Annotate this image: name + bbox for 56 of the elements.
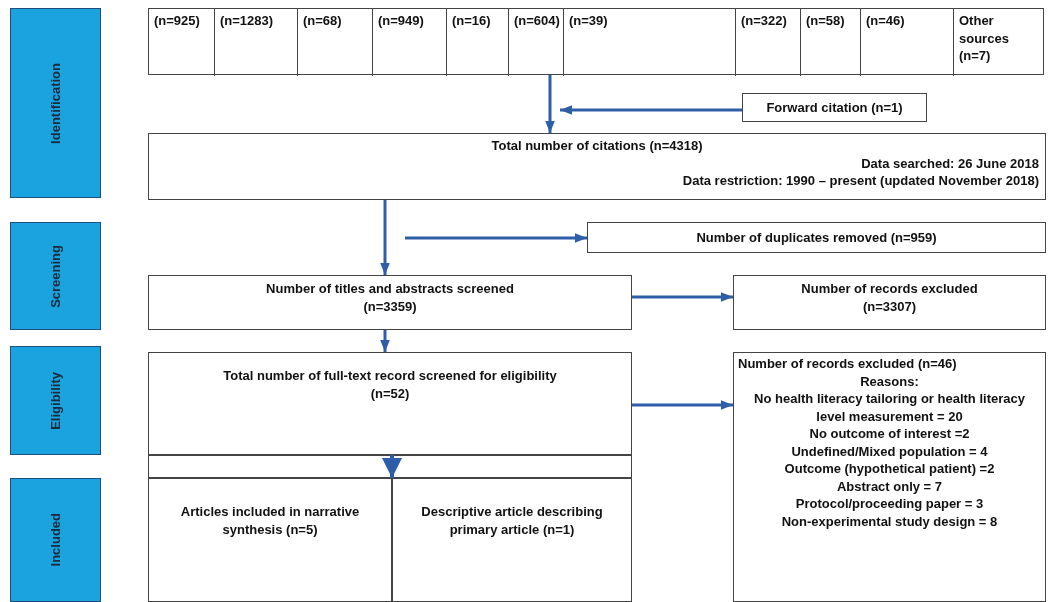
box-text: Protocol/proceeding paper = 3 xyxy=(794,495,985,513)
arrow xyxy=(382,455,402,478)
arrow xyxy=(405,233,587,243)
arrow xyxy=(545,75,555,133)
count-text: (n=68) xyxy=(303,12,343,30)
count-text: (n=1283) xyxy=(220,12,275,30)
count-text: Other sources (n=7) xyxy=(959,12,1010,65)
box-text: Total number of full-text record screened for eligibility (n=52) xyxy=(222,367,558,403)
box-text: No health literacy tailoring or health literacy level measurement = 20 xyxy=(753,390,1026,426)
process-box xyxy=(148,275,632,330)
stage-band xyxy=(10,478,101,602)
box-text: Undefined/Mixed population = 4 xyxy=(790,442,989,461)
stage-label: Screening xyxy=(48,244,63,308)
box-text: Number of duplicates removed (n=959) xyxy=(695,228,938,247)
count-text: (n=604) xyxy=(514,12,558,30)
arrow xyxy=(380,330,390,352)
stage-band xyxy=(10,8,101,198)
count-text: (n=46) xyxy=(866,12,906,30)
arrow xyxy=(632,400,733,410)
box-text: Data searched: 26 June 2018 xyxy=(860,154,1039,173)
box-text: Forward citation (n=1) xyxy=(765,98,904,117)
count-text: (n=322) xyxy=(741,12,788,30)
box-text: Articles included in narrative synthesis (n=5) xyxy=(179,503,361,539)
stage-label: Eligibility xyxy=(48,371,63,430)
process-box xyxy=(587,222,1046,253)
box-text: Descriptive article describing primary article (n=1) xyxy=(420,503,604,539)
box-text: Non-experimental study design = 8 xyxy=(780,512,999,531)
process-box xyxy=(148,478,392,602)
process-box xyxy=(733,275,1046,330)
box-text: Reasons: xyxy=(859,372,920,391)
count-text: (n=58) xyxy=(806,12,846,30)
box-text: Data restriction: 1990 – present (updated November 2018) xyxy=(681,172,1039,190)
stage-label: Included xyxy=(48,513,63,567)
box-text: Outcome (hypothetical patient) =2 xyxy=(783,460,996,478)
box-text: No outcome of interest =2 xyxy=(808,425,971,443)
stage-band xyxy=(10,346,101,455)
box-text: Total number of citations (n=4318) xyxy=(490,137,704,155)
arrow xyxy=(560,105,742,115)
arrow xyxy=(380,200,390,275)
count-text: (n=925) xyxy=(154,12,201,30)
box-text: Number of records excluded (n=3307) xyxy=(800,280,979,316)
source-table xyxy=(148,8,1044,75)
process-box xyxy=(742,93,927,122)
box-text: Number of records excluded (n=46) xyxy=(738,355,958,373)
count-text: (n=949) xyxy=(378,12,425,30)
box-text: Number of titles and abstracts screened (n=3359) xyxy=(265,280,515,316)
box-text: Abstract only = 7 xyxy=(835,477,944,496)
arrow xyxy=(632,292,733,302)
process-box xyxy=(392,478,632,602)
count-text: (n=16) xyxy=(452,12,492,30)
stage-label: Identification xyxy=(48,62,63,144)
stage-band xyxy=(10,222,101,330)
count-text: (n=39) xyxy=(569,12,609,30)
process-box xyxy=(148,352,632,455)
process-box xyxy=(148,133,1046,200)
process-box xyxy=(733,352,1046,602)
